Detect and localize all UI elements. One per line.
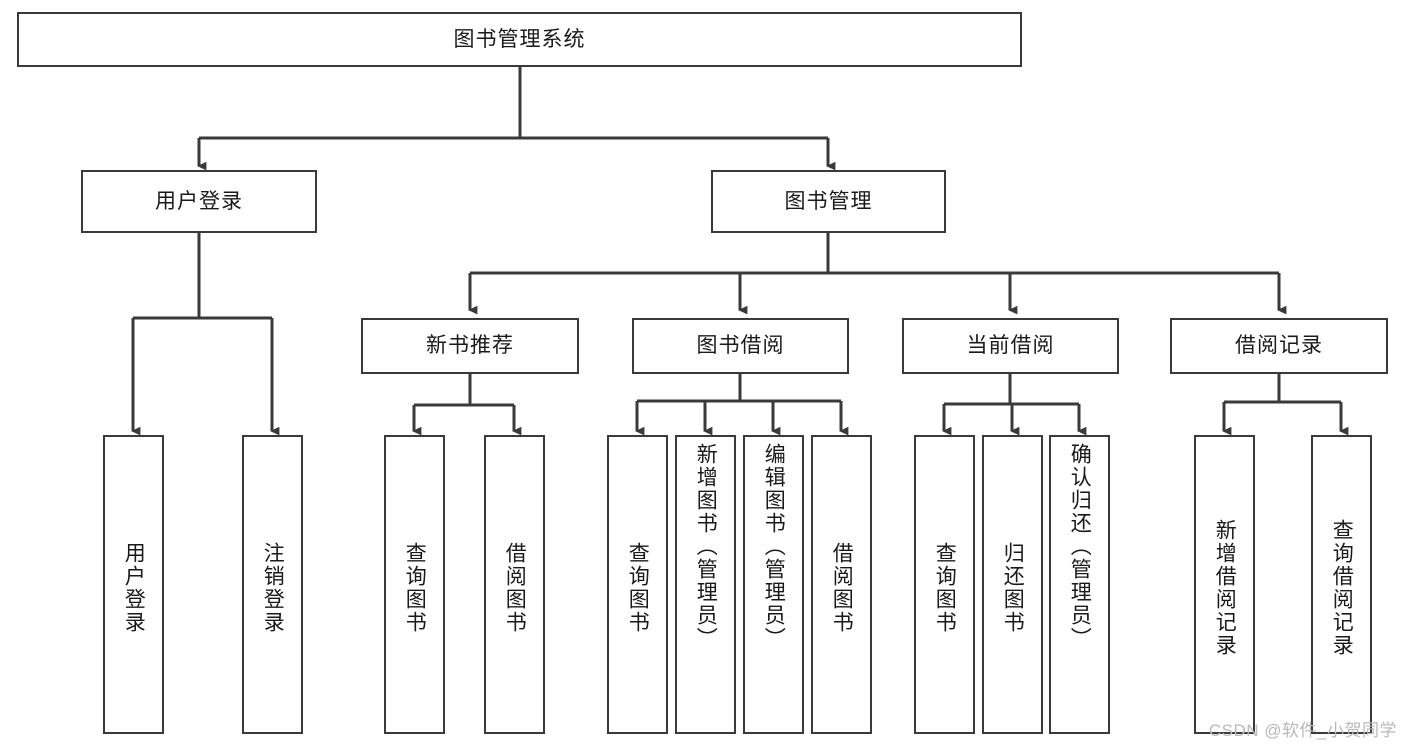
node-book-borrow[interactable]: 图书借阅 xyxy=(632,318,849,374)
node-new-book-recommend-label: 新书推荐 xyxy=(426,334,514,358)
leaf-label: 新增借阅记录 xyxy=(1213,518,1237,657)
leaf-label: 查询借阅记录 xyxy=(1330,518,1354,657)
node-book-manage[interactable]: 图书管理 xyxy=(711,170,946,233)
node-root[interactable]: 图书管理系统 xyxy=(17,12,1022,67)
leaf-book-borrow-4[interactable]: 借阅图书 xyxy=(811,435,872,734)
leaf-label: 查询图书 xyxy=(933,541,957,634)
leaf-new-book-1[interactable]: 查询图书 xyxy=(384,435,445,734)
node-new-book-recommend[interactable]: 新书推荐 xyxy=(361,318,579,374)
node-book-manage-label: 图书管理 xyxy=(784,189,873,213)
leaf-borrow-record-2[interactable]: 查询借阅记录 xyxy=(1311,435,1372,734)
leaf-new-book-2[interactable]: 借阅图书 xyxy=(484,435,545,734)
leaf-label: 查询图书 xyxy=(626,541,650,634)
leaf-label: 注销登录 xyxy=(261,541,285,634)
leaf-book-borrow-2[interactable]: 新增图书（管理员） xyxy=(675,435,736,734)
leaf-label: 查询图书 xyxy=(403,541,427,634)
leaf-label: 借阅图书 xyxy=(503,541,527,634)
node-current-borrow[interactable]: 当前借阅 xyxy=(902,318,1119,374)
node-user-login-label: 用户登录 xyxy=(155,189,243,213)
leaf-user-login-1[interactable]: 用户登录 xyxy=(103,435,164,734)
node-borrow-record[interactable]: 借阅记录 xyxy=(1170,318,1388,374)
leaf-book-borrow-1[interactable]: 查询图书 xyxy=(607,435,668,734)
node-book-borrow-label: 图书借阅 xyxy=(696,334,785,358)
node-borrow-record-label: 借阅记录 xyxy=(1235,334,1323,358)
leaf-label: 归还图书 xyxy=(1001,541,1025,634)
leaf-book-borrow-3[interactable]: 编辑图书（管理员） xyxy=(743,435,804,734)
leaf-label: 新增图书（管理员） xyxy=(694,443,718,650)
node-user-login[interactable]: 用户登录 xyxy=(81,170,317,233)
leaf-label: 借阅图书 xyxy=(830,541,854,634)
leaf-borrow-record-1[interactable]: 新增借阅记录 xyxy=(1194,435,1255,734)
leaf-label: 用户登录 xyxy=(122,541,146,634)
leaf-label: 编辑图书（管理员） xyxy=(762,443,786,650)
leaf-current-borrow-2[interactable]: 归还图书 xyxy=(982,435,1043,734)
leaf-label: 确认归还（管理员） xyxy=(1068,443,1092,650)
node-current-borrow-label: 当前借阅 xyxy=(966,334,1055,358)
leaf-current-borrow-1[interactable]: 查询图书 xyxy=(914,435,975,734)
node-root-label: 图书管理系统 xyxy=(453,27,586,51)
leaf-user-login-2[interactable]: 注销登录 xyxy=(242,435,303,734)
leaf-current-borrow-3[interactable]: 确认归还（管理员） xyxy=(1049,435,1110,734)
